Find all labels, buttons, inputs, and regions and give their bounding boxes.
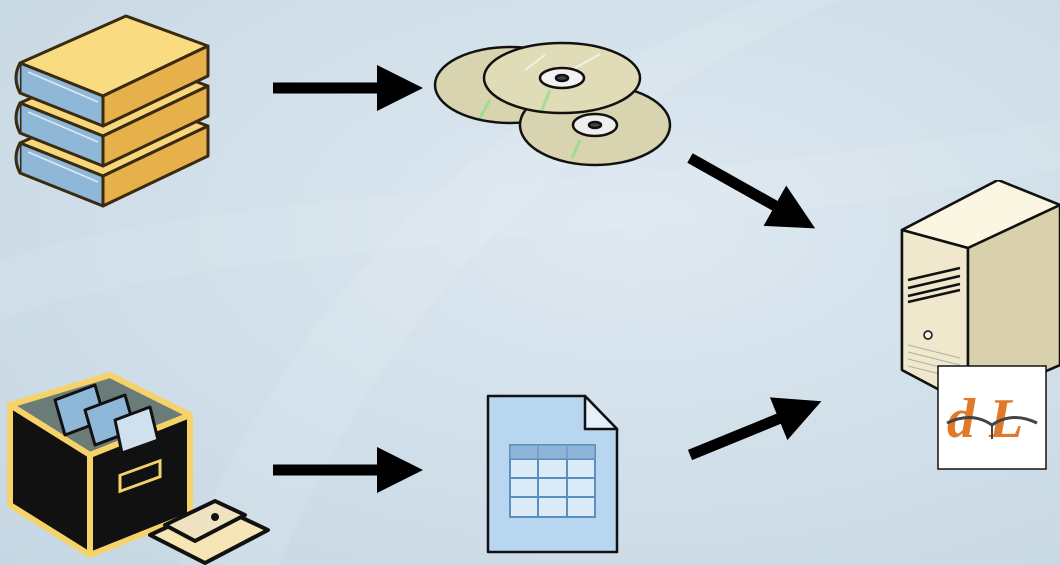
books-icon	[8, 8, 213, 208]
cd-discs-icon	[430, 40, 675, 170]
card-catalog-icon	[0, 365, 272, 565]
spreadsheet-document-icon	[485, 393, 620, 555]
dl-logo: d L	[937, 365, 1047, 470]
